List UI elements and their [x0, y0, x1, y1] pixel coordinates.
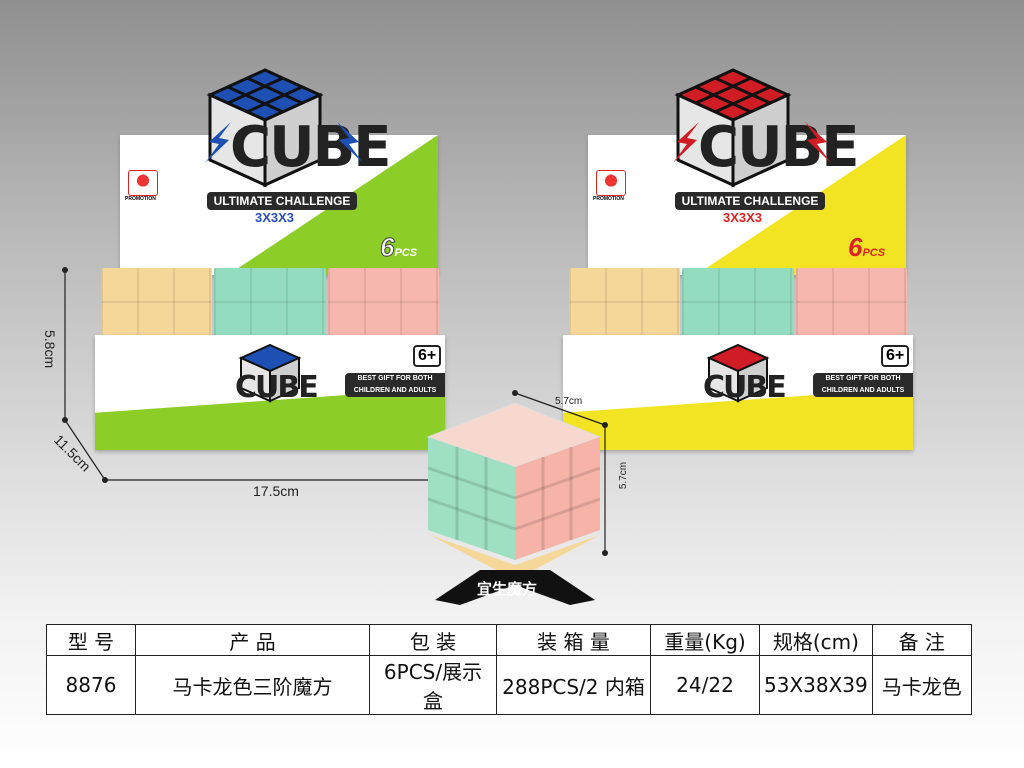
front-brand-logo: CUBE: [235, 370, 319, 405]
brand-logo: CUBE: [698, 115, 860, 180]
cube-pink: [327, 268, 439, 338]
cube-logo-icon: [674, 68, 792, 188]
spec-table: 型 号 产 品 包 装 装 箱 量 重量(Kg) 规格(cm) 备 注 8876…: [46, 624, 972, 715]
size-label: 3X3X3: [723, 210, 763, 225]
headline-badge: ULTIMATE CHALLENGE: [675, 192, 825, 210]
promo-label: PROMOTION: [125, 196, 156, 202]
cell-carton-qty: 288PCS/2 内箱: [496, 655, 651, 715]
box-front-panel: CUBE 6+ BEST GIFT FOR BOTH CHILDREN AND …: [563, 335, 913, 450]
cube-green: [682, 268, 794, 338]
promo-logo-icon: [128, 170, 158, 196]
age-badge: 6+: [881, 345, 910, 367]
front-cube-logo-icon: [706, 343, 770, 403]
pcs-count: 6PCS: [848, 232, 886, 262]
promo-label: PROMOTION: [593, 196, 624, 202]
cell-weight: 24/22: [650, 655, 760, 715]
stand-label: 宜生魔方: [477, 581, 538, 598]
cube-top-label: 5.7cm: [555, 396, 583, 407]
cube-row: [568, 268, 908, 338]
lightning-right-icon: [805, 122, 831, 163]
headline-badge: ULTIMATE CHALLENGE: [207, 192, 357, 210]
gift-badge: BEST GIFT FOR BOTH CHILDREN AND ADULTS: [813, 373, 913, 397]
age-badge: 6+: [413, 345, 442, 367]
cube-green: [214, 268, 326, 338]
cube-yellow: [101, 268, 213, 338]
promo-logo-icon: [596, 170, 626, 196]
header-size: 规格(cm): [759, 624, 873, 656]
header-carton-qty: 装 箱 量: [496, 624, 651, 656]
height-label: 5.8cm: [42, 330, 58, 369]
cube-pink: [795, 268, 907, 338]
cell-model: 8876: [46, 655, 136, 715]
box-front-panel: CUBE 6+ BEST GIFT FOR BOTH CHILDREN AND …: [95, 335, 445, 450]
lightning-left-icon: [205, 122, 231, 163]
gift-badge: BEST GIFT FOR BOTH CHILDREN AND ADULTS: [345, 373, 445, 397]
pcs-count: 6PCS: [379, 232, 418, 263]
cell-packing: 6PCS/展示盒: [369, 655, 497, 715]
header-product: 产 品: [135, 624, 370, 656]
cube-yellow: [569, 268, 681, 338]
table-row: 8876 马卡龙色三阶魔方 6PCS/展示盒 288PCS/2 内箱 24/22…: [46, 655, 972, 715]
cube-row: [100, 268, 440, 338]
cube-side-label: 5.7cm: [618, 461, 630, 490]
front-cube-logo-icon: [238, 343, 302, 403]
front-brand-logo: CUBE: [703, 370, 787, 405]
lightning-left-icon: [673, 122, 699, 163]
display-box-left: CUBE ULTIMATE CHALLENGE 3X3X3 PROMOTION …: [95, 0, 445, 460]
header-remark: 备 注: [871, 624, 972, 656]
width-label: 17.5cm: [253, 483, 299, 499]
header-weight: 重量(Kg): [650, 624, 760, 656]
table-header-row: 型 号 产 品 包 装 装 箱 量 重量(Kg) 规格(cm) 备 注: [46, 624, 972, 656]
size-label: 3X3X3: [255, 210, 295, 225]
header-packing: 包 装: [369, 624, 497, 656]
lightning-right-icon: [337, 122, 363, 163]
cell-remark: 马卡龙色: [871, 655, 972, 715]
cube-logo-icon: [206, 68, 324, 188]
cell-product: 马卡龙色三阶魔方: [135, 655, 370, 715]
display-box-right: CUBE ULTIMATE CHALLENGE 3X3X3 PROMOTION …: [563, 0, 913, 460]
cell-size: 53X38X39: [759, 655, 873, 715]
brand-logo: CUBE: [230, 115, 392, 180]
macaron-cube-image: [426, 402, 602, 605]
header-model: 型 号: [46, 624, 136, 656]
